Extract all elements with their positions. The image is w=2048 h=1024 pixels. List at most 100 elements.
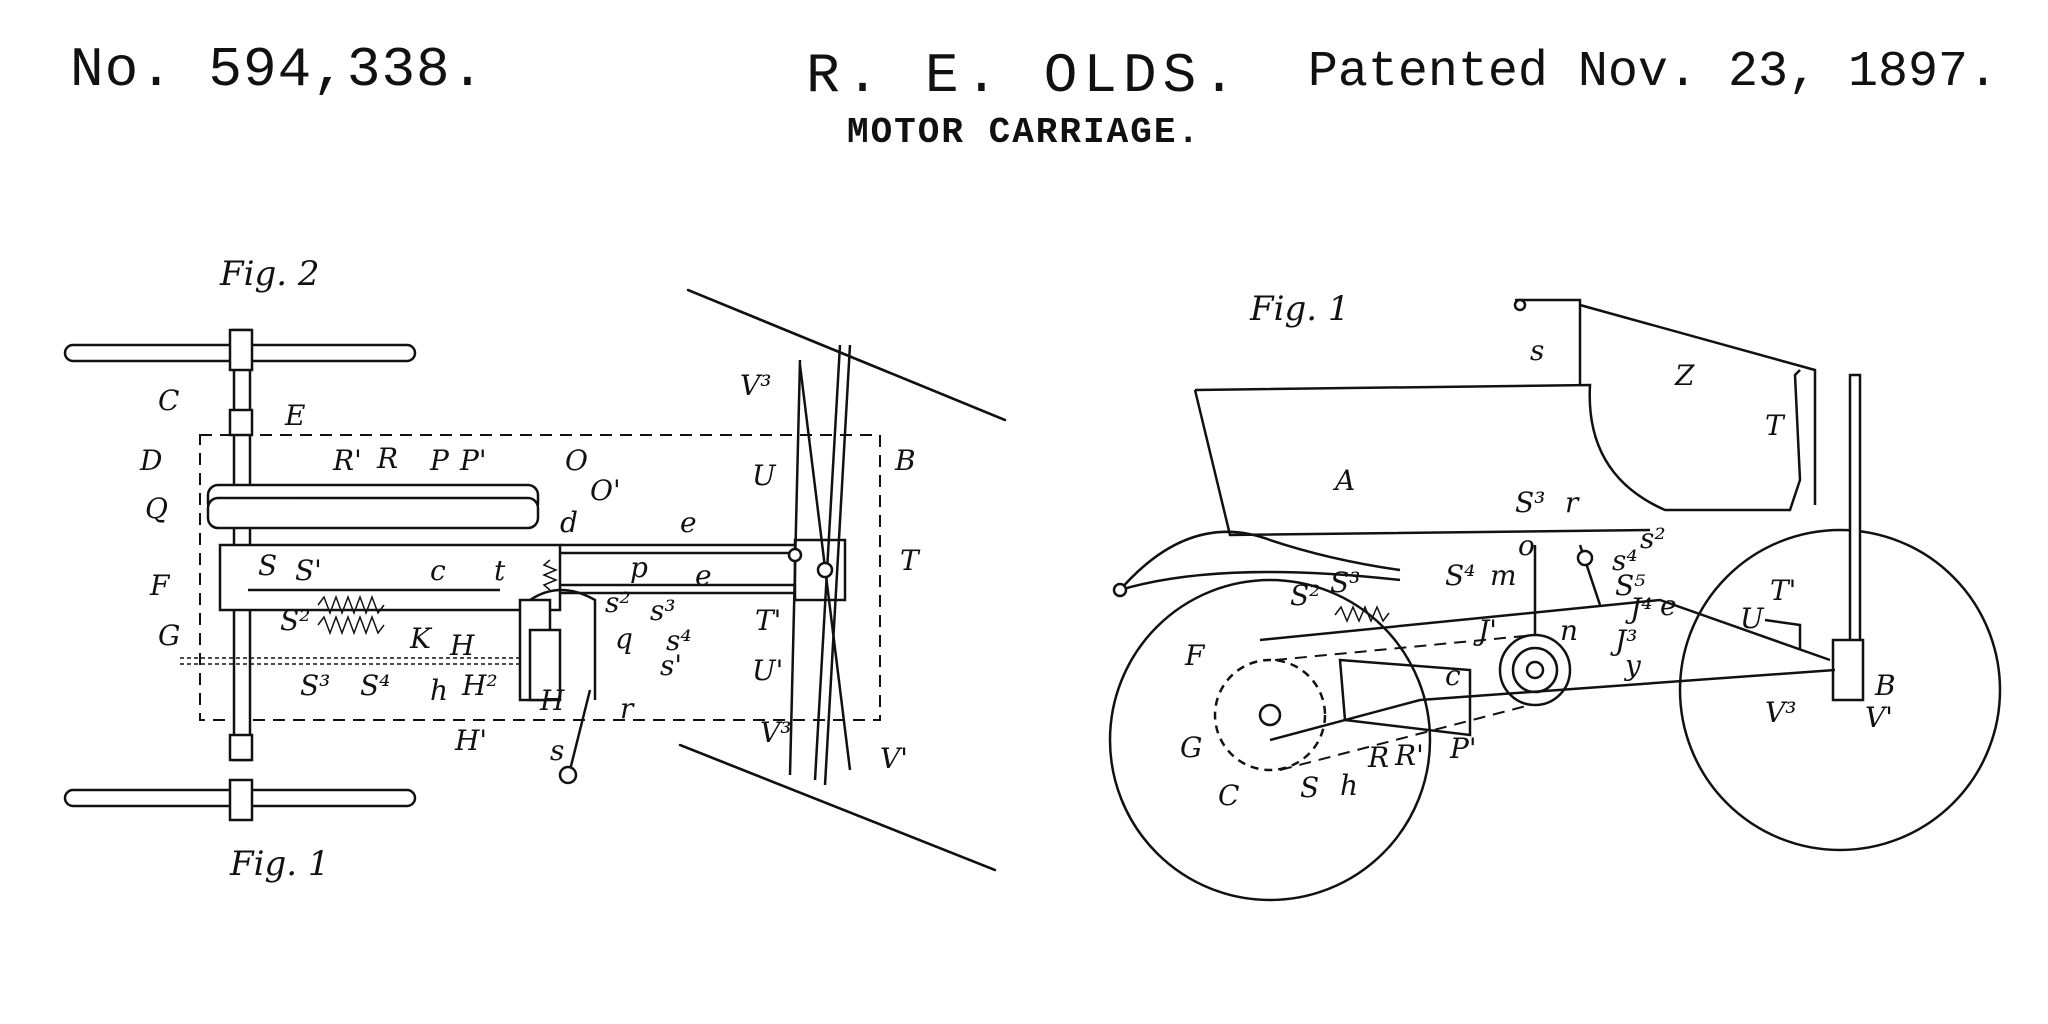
plan-label: R bbox=[376, 442, 398, 475]
rear-wheel bbox=[1108, 578, 1432, 902]
plan-label: c bbox=[430, 554, 446, 587]
engine-body bbox=[218, 543, 562, 612]
plan-label: r bbox=[620, 692, 635, 725]
plan-label: D bbox=[139, 444, 162, 477]
plan-label: H bbox=[449, 629, 475, 662]
side-label: A bbox=[1332, 464, 1355, 497]
front-wheel-bottom-edge bbox=[679, 743, 996, 872]
collar-e bbox=[228, 408, 254, 437]
frame-lower bbox=[1269, 668, 1836, 742]
front-axle-block bbox=[1831, 638, 1865, 702]
plan-label: F bbox=[149, 569, 171, 602]
side-label: c bbox=[1445, 659, 1461, 692]
tiller-rod bbox=[1579, 303, 1817, 505]
side-label: S³ bbox=[1515, 486, 1545, 519]
plan-label: s' bbox=[660, 649, 682, 682]
patent-date: Patented Nov. 23, 1897. bbox=[1307, 44, 1998, 101]
patent-title: MOTOR CARRIAGE. bbox=[846, 112, 1202, 153]
side-spring bbox=[1334, 605, 1390, 623]
patent-number: No. 594,338. bbox=[70, 38, 486, 102]
side-label: V³ bbox=[1765, 696, 1796, 729]
front-wheel bbox=[1678, 528, 2002, 852]
front-axle-line-4 bbox=[788, 359, 802, 776]
plan-label: P' bbox=[459, 444, 487, 477]
plan-label: s⁴ bbox=[666, 624, 692, 657]
side-label: T' bbox=[1770, 574, 1796, 607]
plan-label: E bbox=[284, 399, 305, 432]
plan-label: e bbox=[680, 506, 697, 539]
tiller-knob bbox=[1513, 298, 1527, 312]
plan-label: S³ bbox=[300, 669, 330, 702]
steering-column bbox=[1848, 373, 1862, 667]
flywheel-hub bbox=[1525, 660, 1545, 680]
plan-label: s bbox=[550, 734, 564, 767]
side-label: S⁵ bbox=[1615, 569, 1645, 602]
side-label: r bbox=[1565, 486, 1580, 519]
plan-label: V³ bbox=[760, 716, 791, 749]
plan-label: O bbox=[565, 444, 588, 477]
plan-label: O' bbox=[590, 474, 621, 507]
steering-arm bbox=[1764, 618, 1802, 650]
side-label: s² bbox=[1640, 522, 1666, 555]
side-label: P' bbox=[1449, 732, 1477, 765]
rear-spring-top bbox=[1119, 530, 1401, 591]
plan-label: U' bbox=[752, 654, 783, 687]
control-pivot bbox=[1576, 549, 1594, 567]
belt-drum-2 bbox=[206, 496, 540, 530]
pivot-t2 bbox=[816, 561, 834, 579]
steering-lever bbox=[568, 689, 592, 771]
plan-label: B bbox=[894, 444, 916, 477]
side-label: o bbox=[1518, 529, 1535, 562]
rear-sprocket bbox=[1213, 658, 1327, 772]
hub-top bbox=[228, 328, 254, 372]
plan-label: S' bbox=[295, 554, 322, 587]
plan-label: e bbox=[695, 559, 712, 592]
engine-housing bbox=[1338, 658, 1472, 737]
fig1-plan-label: Fig. 1 bbox=[229, 844, 329, 884]
side-view-labels: Fig. 1 s Z T A S³ r o s² m s⁴ S⁴ S⁵ S² S… bbox=[1180, 289, 1896, 812]
spring-t bbox=[542, 559, 558, 591]
plan-label: h bbox=[430, 674, 448, 707]
side-label: S⁴ bbox=[1445, 559, 1475, 592]
rear-hub bbox=[1258, 703, 1282, 727]
fig1-side-label: Fig. 1 bbox=[1249, 289, 1349, 329]
plan-label: V³ bbox=[740, 369, 771, 402]
side-label: R' bbox=[1394, 739, 1424, 772]
plan-label: R' bbox=[332, 444, 362, 477]
plan-label: H² bbox=[461, 669, 498, 702]
side-label: S³ bbox=[1330, 566, 1360, 599]
plan-label: S² bbox=[280, 604, 310, 637]
side-label: U bbox=[1740, 602, 1765, 635]
plan-label: G bbox=[158, 619, 180, 652]
side-label: J⁴ bbox=[1625, 592, 1652, 625]
spring-s2 bbox=[317, 594, 385, 616]
rear-spring-bottom bbox=[1119, 570, 1401, 592]
side-label: Z bbox=[1674, 359, 1695, 392]
seat-rail bbox=[1515, 298, 1582, 385]
side-label: T bbox=[1765, 409, 1786, 442]
plan-label: T bbox=[900, 544, 921, 577]
side-label: s bbox=[1530, 334, 1544, 367]
side-view-drawing bbox=[1108, 298, 2002, 902]
plan-label: Q bbox=[145, 492, 168, 525]
side-chain bbox=[1274, 634, 1536, 771]
pivot-t bbox=[787, 547, 803, 563]
gear-clutch bbox=[528, 628, 562, 702]
plan-label: T' bbox=[755, 604, 781, 637]
control-linkage bbox=[529, 588, 597, 700]
collar-lower bbox=[228, 733, 254, 762]
plan-label: H' bbox=[454, 724, 487, 757]
side-label: C bbox=[1218, 779, 1239, 812]
spring-s3 bbox=[317, 614, 385, 636]
plan-label: P bbox=[429, 444, 450, 477]
side-label: y bbox=[1623, 649, 1642, 682]
side-label: h bbox=[1340, 769, 1358, 802]
plan-label: U bbox=[752, 459, 777, 492]
side-label: s⁴ bbox=[1612, 544, 1638, 577]
fig2-label: Fig. 2 bbox=[219, 254, 319, 294]
body-bottom bbox=[1193, 389, 1651, 537]
plan-view-labels: Fig. 2 Fig. 1 C E D R' R P P' O O' d e Q… bbox=[139, 254, 921, 884]
plan-label: S⁴ bbox=[360, 669, 390, 702]
side-label: J³ bbox=[1610, 624, 1637, 657]
